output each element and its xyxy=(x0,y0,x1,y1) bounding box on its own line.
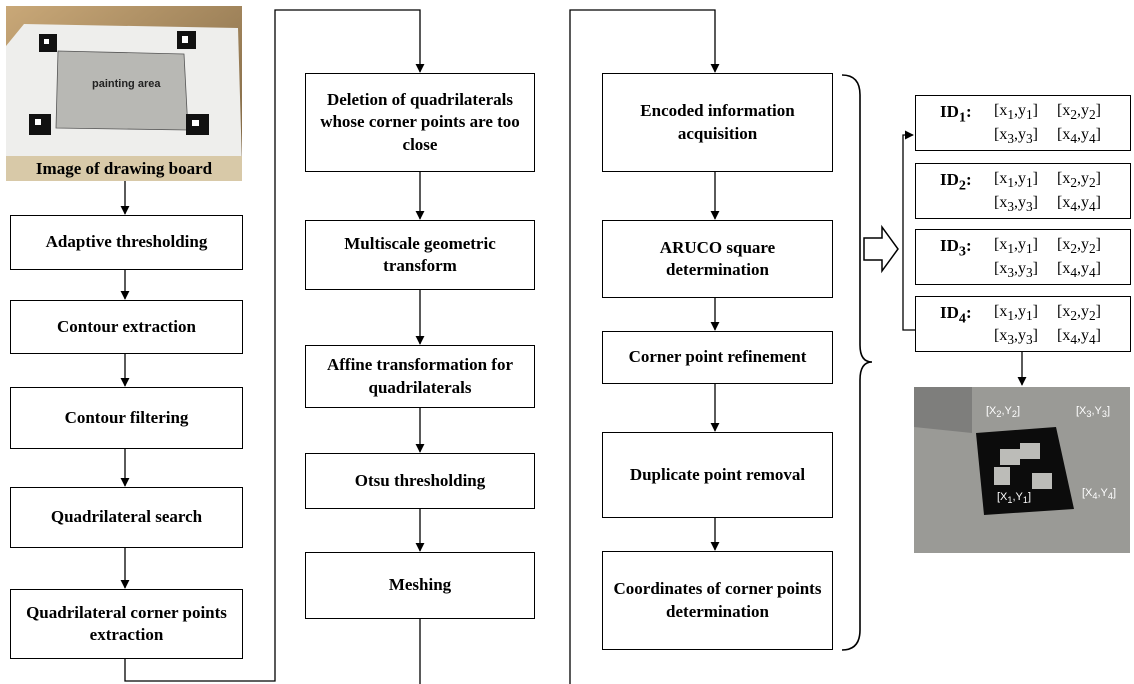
id-1-coord-3: [x3,y3] xyxy=(994,126,1038,147)
step-meshing: Meshing xyxy=(305,552,535,619)
drawing-board-photo: painting area Image of drawing board xyxy=(6,6,242,181)
id-label-4: ID4: xyxy=(940,303,972,327)
step-deletion-of-quadrilaterals: Deletion of quadrilaterals whose corner … xyxy=(305,73,535,172)
right-brace xyxy=(841,74,873,651)
step-adaptive-thresholding: Adaptive thresholding xyxy=(10,215,243,270)
id-box-3: ID3: [x1,y1] [x2,y2] [x3,y3] [x4,y4] xyxy=(915,229,1131,285)
id-3-coord-4: [x4,y4] xyxy=(1057,260,1101,281)
id-4-coord-1: [x1,y1] xyxy=(994,303,1038,324)
id-3-coord-2: [x2,y2] xyxy=(1057,236,1101,257)
id-label-2: ID2: xyxy=(940,170,972,194)
connector-col1-col2 xyxy=(124,9,425,682)
step-duplicate-point-removal: Duplicate point removal xyxy=(602,432,833,518)
step-quadrilateral-corner-points: Quadrilateral corner points extraction xyxy=(10,589,243,659)
step-corner-point-refinement: Corner point refinement xyxy=(602,331,833,384)
id-box-2: ID2: [x1,y1] [x2,y2] [x3,y3] [x4,y4] xyxy=(915,163,1131,219)
marker-label-1: [X2,Y2] xyxy=(986,405,1021,420)
id-4-coord-4: [x4,y4] xyxy=(1057,327,1101,348)
id-2-coord-2: [x2,y2] xyxy=(1057,170,1101,191)
id-4-coord-2: [x2,y2] xyxy=(1057,303,1101,324)
aruco-marker-photo: [X2,Y2] [X3,Y3] [X1,Y1] [X4,Y4] xyxy=(914,387,1130,553)
id-2-coord-3: [x3,y3] xyxy=(994,194,1038,215)
id-1-coord-2: [x2,y2] xyxy=(1057,102,1101,123)
drawing-board-caption: Image of drawing board xyxy=(35,159,213,178)
drawing-board-illustration xyxy=(6,6,242,181)
painting-area-label: painting area xyxy=(92,78,161,90)
step-aruco-square: ARUCO square determination xyxy=(602,220,833,298)
id-1-coord-1: [x1,y1] xyxy=(994,102,1038,123)
id-box-4: ID4: [x1,y1] [x2,y2] [x3,y3] [x4,y4] xyxy=(915,296,1131,352)
id-label-1: ID1: xyxy=(940,102,972,126)
hollow-arrow xyxy=(863,224,899,274)
step-affine-transformation: Affine transformation for quadrilaterals xyxy=(305,345,535,408)
id-3-coord-3: [x3,y3] xyxy=(994,260,1038,281)
id-3-coord-1: [x1,y1] xyxy=(994,236,1038,257)
aruco-marker-illustration xyxy=(914,387,1130,553)
id-label-3: ID3: xyxy=(940,236,972,260)
id-2-coord-1: [x1,y1] xyxy=(994,170,1038,191)
step-contour-extraction: Contour extraction xyxy=(10,300,243,354)
id-2-coord-4: [x4,y4] xyxy=(1057,194,1101,215)
id-bracket xyxy=(902,130,915,331)
marker-label-4: [X4,Y4] xyxy=(1082,487,1117,502)
step-encoded-information: Encoded information acquisition xyxy=(602,73,833,172)
step-corner-coordinates: Coordinates of corner points determinati… xyxy=(602,551,833,650)
id-4-coord-3: [x3,y3] xyxy=(994,327,1038,348)
id-1-coord-4: [x4,y4] xyxy=(1057,126,1101,147)
step-quadrilateral-search: Quadrilateral search xyxy=(10,487,243,548)
connector-col2-col3-top xyxy=(569,9,720,684)
marker-label-2: [X3,Y3] xyxy=(1076,405,1111,420)
marker-label-3: [X1,Y1] xyxy=(997,491,1032,506)
step-multiscale-geometric-transform: Multiscale geometric transform xyxy=(305,220,535,290)
step-otsu-thresholding: Otsu thresholding xyxy=(305,453,535,509)
id-box-1: ID1: [x1,y1] [x2,y2] [x3,y3] [x4,y4] xyxy=(915,95,1131,151)
step-contour-filtering: Contour filtering xyxy=(10,387,243,449)
